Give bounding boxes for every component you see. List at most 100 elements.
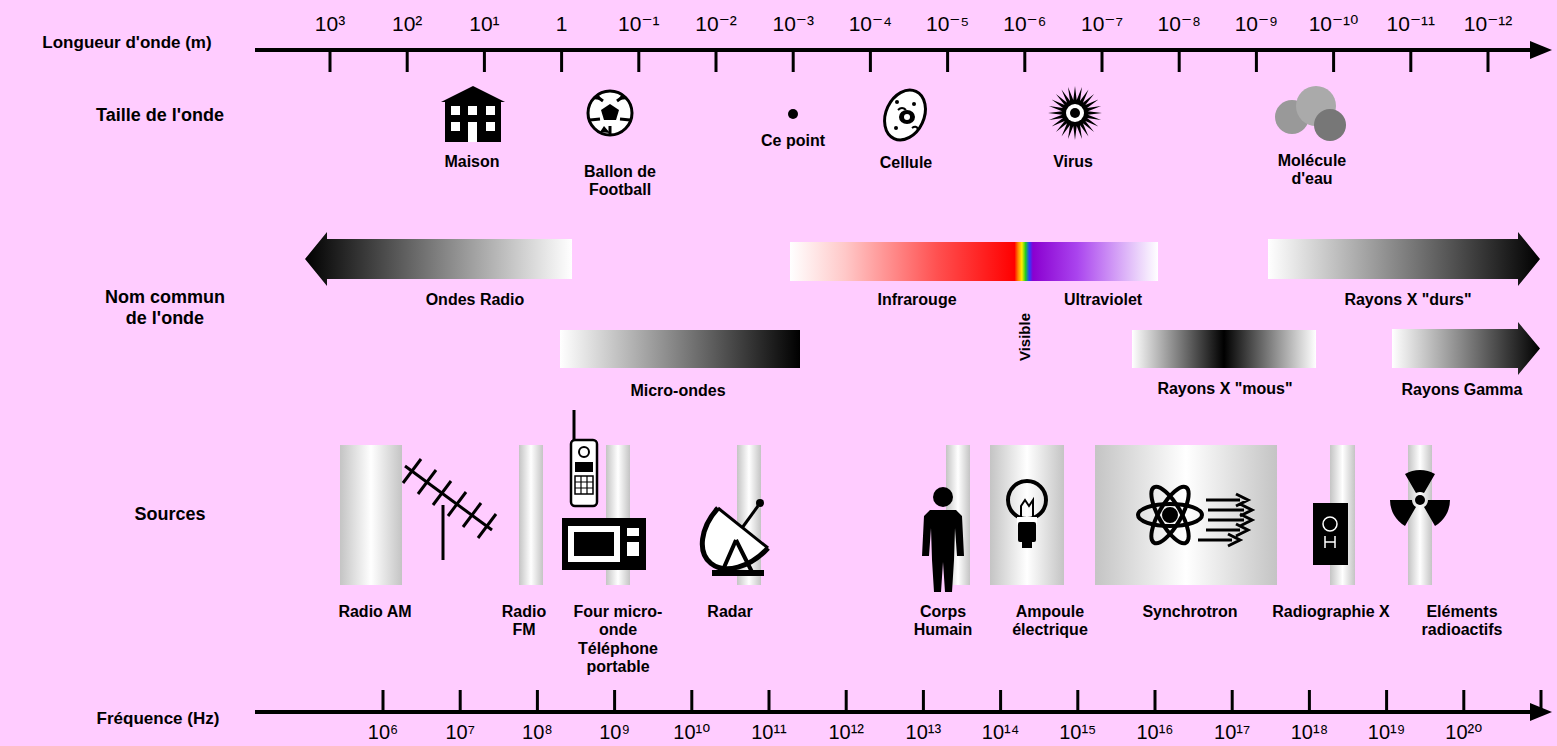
radar-icon-part	[756, 499, 764, 507]
wavelength-axis-part-part	[560, 50, 563, 72]
synchrotron-icon-part	[1164, 509, 1176, 521]
tick-label: 10⁻⁸	[1158, 13, 1201, 34]
house-icon-part	[486, 106, 495, 115]
human-icon-part	[933, 487, 953, 507]
cell-icon-part	[895, 100, 899, 104]
microwave-icon-part	[627, 528, 639, 536]
source-label: Radiographie X	[1270, 603, 1392, 621]
size-example-label: Ballon de Football	[570, 163, 670, 200]
light-bulb-icon	[1008, 481, 1046, 548]
tick-label: 10¹²	[828, 722, 864, 742]
tick-label: 10³	[315, 13, 345, 34]
wavelength-axis-part-part	[329, 50, 332, 72]
x-ray-icon-part	[1313, 503, 1348, 565]
radar-icon	[702, 499, 768, 576]
wavelength-axis-part	[255, 48, 1532, 52]
wavelength-axis-part-part	[483, 50, 486, 72]
spectrum-band: Ondes Radio	[305, 232, 572, 286]
tick-label: 10¹¹	[751, 722, 787, 742]
wavelength-axis-part-part	[1101, 50, 1104, 72]
cell-icon-part	[894, 126, 898, 130]
phone-icon-part	[579, 447, 589, 457]
tick-label: 10⁻³	[772, 13, 813, 34]
antenna-icon	[403, 459, 496, 560]
football-icon-part	[590, 96, 630, 135]
house-icon-part	[451, 122, 460, 131]
size-example-label: Maison	[444, 153, 499, 171]
phone-icon-part	[571, 440, 597, 506]
row-heading: Sources	[134, 504, 205, 525]
cell-icon-part	[899, 110, 915, 124]
football-icon-part	[601, 104, 619, 120]
house-icon	[441, 86, 505, 142]
tick-label: 10⁷	[445, 722, 474, 742]
phone-icon-part	[575, 476, 593, 494]
tick-label: 10¹⁴	[982, 722, 1020, 742]
phone-icon-part	[575, 476, 593, 494]
tick-label: 10¹⁷	[1214, 722, 1250, 742]
band-label: Micro-ondes	[630, 382, 725, 400]
synchrotron-icon-part	[1228, 494, 1252, 546]
band-label: Rayons X "durs"	[1344, 291, 1471, 309]
frequency-axis-part-part	[922, 690, 925, 712]
tick-label: 10⁻⁴	[849, 13, 892, 34]
tick-label: 10⁻¹⁰	[1309, 13, 1359, 34]
football-icon-part	[592, 94, 628, 133]
spectrum-band: Rayons X "durs"	[1268, 232, 1540, 286]
light-bulb-icon-part	[1008, 481, 1046, 519]
band-label: Ultraviolet	[1064, 291, 1142, 309]
radiation-icon-part	[1405, 470, 1435, 493]
row-heading: Nom commun de l'onde	[95, 287, 235, 328]
source-label: Synchrotron	[1142, 603, 1237, 621]
source-label: Radio FM	[495, 603, 553, 640]
tick-label: 10¹³	[906, 722, 942, 742]
water-molecule-icon-part	[1314, 109, 1346, 141]
frequency-axis-part-part	[999, 690, 1002, 712]
phone-icon-part	[575, 462, 593, 472]
microwave-icon-part	[562, 518, 646, 570]
frequency-axis-part-part	[1308, 690, 1311, 712]
microwave-icon-part	[568, 526, 620, 562]
frequency-axis-part-part	[1154, 690, 1157, 712]
source-bars-part	[340, 445, 402, 585]
row-heading: Taille de l'onde	[96, 105, 224, 126]
tick-label: 10²⁰	[1445, 722, 1482, 742]
frequency-axis-part-part	[613, 690, 616, 712]
x-ray-icon	[1313, 503, 1348, 565]
human-icon-part	[922, 510, 964, 592]
wavelength-axis-part-part	[1332, 50, 1335, 72]
wavelength-axis-part	[1530, 41, 1552, 59]
microwave-icon-part	[574, 532, 614, 556]
size-example-label: Ce point	[761, 132, 825, 150]
source-label: Eléments radioactifs	[1412, 603, 1512, 640]
frequency-axis-part-part	[536, 690, 539, 712]
band-gradient	[1268, 232, 1540, 286]
spectrum-band: Rayons X "mous"	[1132, 330, 1316, 368]
band-gradient	[305, 232, 572, 286]
tick-label: 10⁹	[599, 722, 630, 742]
tick-label: 10⁻¹	[618, 13, 659, 34]
spectrum-band: Rayons Gamma	[1392, 322, 1540, 375]
cell-icon-part	[898, 108, 918, 129]
radar-icon-part	[702, 508, 768, 569]
tick-label: 10⁶	[368, 722, 398, 742]
source-label: Four micro-onde Téléphone portable	[564, 603, 672, 677]
frequency-axis-part-part	[1385, 690, 1388, 712]
virus-icon	[1048, 86, 1102, 140]
frequency-axis-part-part	[1540, 690, 1543, 712]
radiation-icon-part	[1415, 495, 1425, 505]
virus-icon-part	[1066, 104, 1084, 122]
house-icon-part	[468, 106, 477, 115]
band-gradient	[560, 330, 800, 368]
tick-label: 10⁸	[522, 722, 553, 742]
synchrotron-icon-part	[1144, 482, 1195, 548]
band-label: Ondes Radio	[426, 291, 525, 309]
tick-label: 10¹⁹	[1368, 722, 1405, 742]
house-icon-part	[486, 122, 495, 131]
frequency-axis	[255, 690, 1552, 721]
axis-title: Longueur d'onde (m)	[42, 33, 211, 53]
radiation-icon	[1390, 470, 1450, 526]
house-icon-part	[441, 86, 505, 102]
microwave-icon	[562, 518, 646, 570]
